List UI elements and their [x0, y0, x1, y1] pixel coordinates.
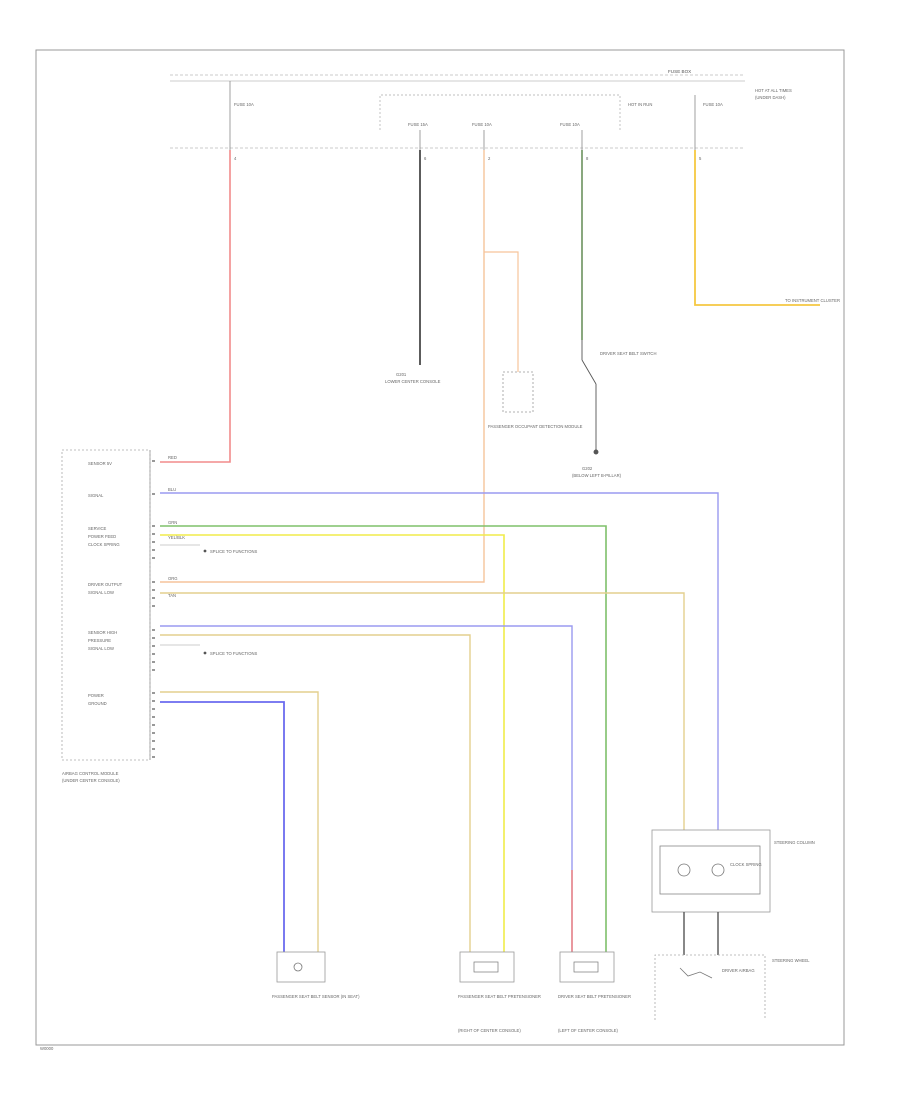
- passenger-occupant-label: PASSENGER OCCUPANT DETECTION MODULE: [488, 424, 583, 429]
- fuse-airbag-label: FUSE 15A: [408, 122, 428, 127]
- module-pin-12: GROUND: [88, 701, 107, 706]
- wire-blue-sensor: [160, 701, 285, 952]
- wire-yellow-indicator: [694, 150, 820, 306]
- fuse-box-label: FUSE BOX: [668, 69, 691, 74]
- wire-blue-driver: [160, 625, 573, 952]
- wire-red-label: RED: [168, 455, 177, 460]
- module-pin-2: SIGNAL: [88, 493, 104, 498]
- pin-label-2: 6: [424, 156, 427, 161]
- passenger-sensor-label: PASSENGER SEAT BELT SENSOR (IN SEAT): [272, 994, 360, 999]
- fuse-drops: [229, 81, 696, 150]
- wire-yellow-passenger: [160, 534, 505, 952]
- splice-note-a: SPLICE TO FUNCTIONS: [210, 549, 258, 554]
- wire-orange: [160, 150, 485, 583]
- module-location: (UNDER CENTER CONSOLE): [62, 778, 120, 783]
- ground-g201-location: LOWER CENTER CONSOLE: [385, 379, 441, 384]
- ground-g201: G201: [396, 372, 407, 377]
- module-pin-10: SIGNAL LOW: [88, 646, 114, 651]
- wire-yellow-label: YEL/BLK: [168, 535, 185, 540]
- fuse-sir-label: FUSE 10A: [234, 102, 254, 107]
- clockspring-label: CLOCK SPRING: [730, 862, 762, 867]
- fuse-box: FUSE BOX HOT AT ALL TIMES (UNDER DASH) H…: [170, 69, 792, 149]
- driver-pretensioner-location: (LEFT OF CENTER CONSOLE): [558, 1028, 619, 1033]
- ground-g202: G202: [582, 466, 593, 471]
- ground-g202-location: (BELOW LEFT B-PILLAR): [572, 473, 622, 478]
- wire-red: [160, 150, 231, 463]
- fuse-indicator-label: FUSE 10A: [703, 102, 723, 107]
- splice-note-b: SPLICE TO FUNCTIONS: [210, 651, 258, 656]
- module-title: AIRBAG CONTROL MODULE: [62, 771, 119, 776]
- module-pin-4: POWER FEED: [88, 534, 116, 539]
- driver-pretensioner-label: DRIVER SEAT BELT PRETENSIONER: [558, 994, 631, 999]
- wire-tan-clockspring: [160, 592, 685, 830]
- fuse-box-location: (UNDER DASH): [755, 95, 786, 100]
- passenger-pretensioner-location: (RIGHT OF CENTER CONSOLE): [458, 1028, 521, 1033]
- passenger-occupant-module: [502, 371, 534, 413]
- hot-at-all-times-label: HOT AT ALL TIMES: [755, 88, 792, 93]
- indicator-connector-label: TO INSTRUMENT CLUSTER: [785, 298, 840, 303]
- wire-tan-label: TAN: [168, 593, 176, 598]
- clockspring: [651, 829, 771, 913]
- footer-code: W0000: [40, 1046, 54, 1051]
- passenger-pretensioner: [459, 951, 515, 983]
- wire-orange-label: ORG: [168, 576, 178, 581]
- wire-blue-label: BLU: [168, 487, 176, 492]
- passenger-seatbelt-sensor: [276, 951, 326, 983]
- steering-column-label: STEERING COLUMN: [774, 840, 815, 845]
- airbag-control-module: [61, 449, 151, 761]
- fuse-seatbelt-label: FUSE 10A: [560, 122, 580, 127]
- module-pin-3: SERVICE: [88, 526, 107, 531]
- wire-green-label: GRN: [168, 520, 177, 525]
- module-pin-1: SENSOR 5V: [88, 461, 112, 466]
- wire-blue-clockspring: [160, 492, 719, 830]
- driver-pretensioner: [559, 951, 615, 983]
- driver-airbag-label: DRIVER AIRBAG: [722, 968, 755, 973]
- wire-orange-branch: [484, 251, 519, 372]
- steering-wheel-label: STEERING WHEEL: [772, 958, 810, 963]
- driver-seatbelt-switch: [581, 340, 599, 455]
- module-pin-9: PRESSURE: [88, 638, 111, 643]
- module-pin-7: SIGNAL LOW: [88, 590, 114, 595]
- pin-label-3: 2: [488, 156, 491, 161]
- pin-label-5: 5: [699, 156, 702, 161]
- wire-tan-passenger: [160, 634, 471, 952]
- module-pin-5: CLOCK SPRING: [88, 542, 120, 547]
- module-pin-8: SENSOR HIGH: [88, 630, 117, 635]
- wire-green: [160, 525, 607, 952]
- wire-tan-sensor: [160, 691, 319, 952]
- driver-airbag: [654, 954, 766, 1020]
- hot-in-run-label: HOT IN RUN: [628, 102, 652, 107]
- fuse-pass-label: FUSE 10A: [472, 122, 492, 127]
- module-pin-11: POWER: [88, 693, 104, 698]
- module-pin-6: DRIVER OUTPUT: [88, 582, 123, 587]
- pin-label-4: 8: [586, 156, 589, 161]
- module-pin-ticks: [152, 460, 155, 758]
- passenger-pretensioner-label: PASSENGER SEAT BELT PRETENSIONER: [458, 994, 541, 999]
- diagram-frame: [35, 49, 845, 1046]
- seatbelt-switch-label: DRIVER SEAT BELT SWITCH: [600, 351, 656, 356]
- pin-label-1: 4: [234, 156, 237, 161]
